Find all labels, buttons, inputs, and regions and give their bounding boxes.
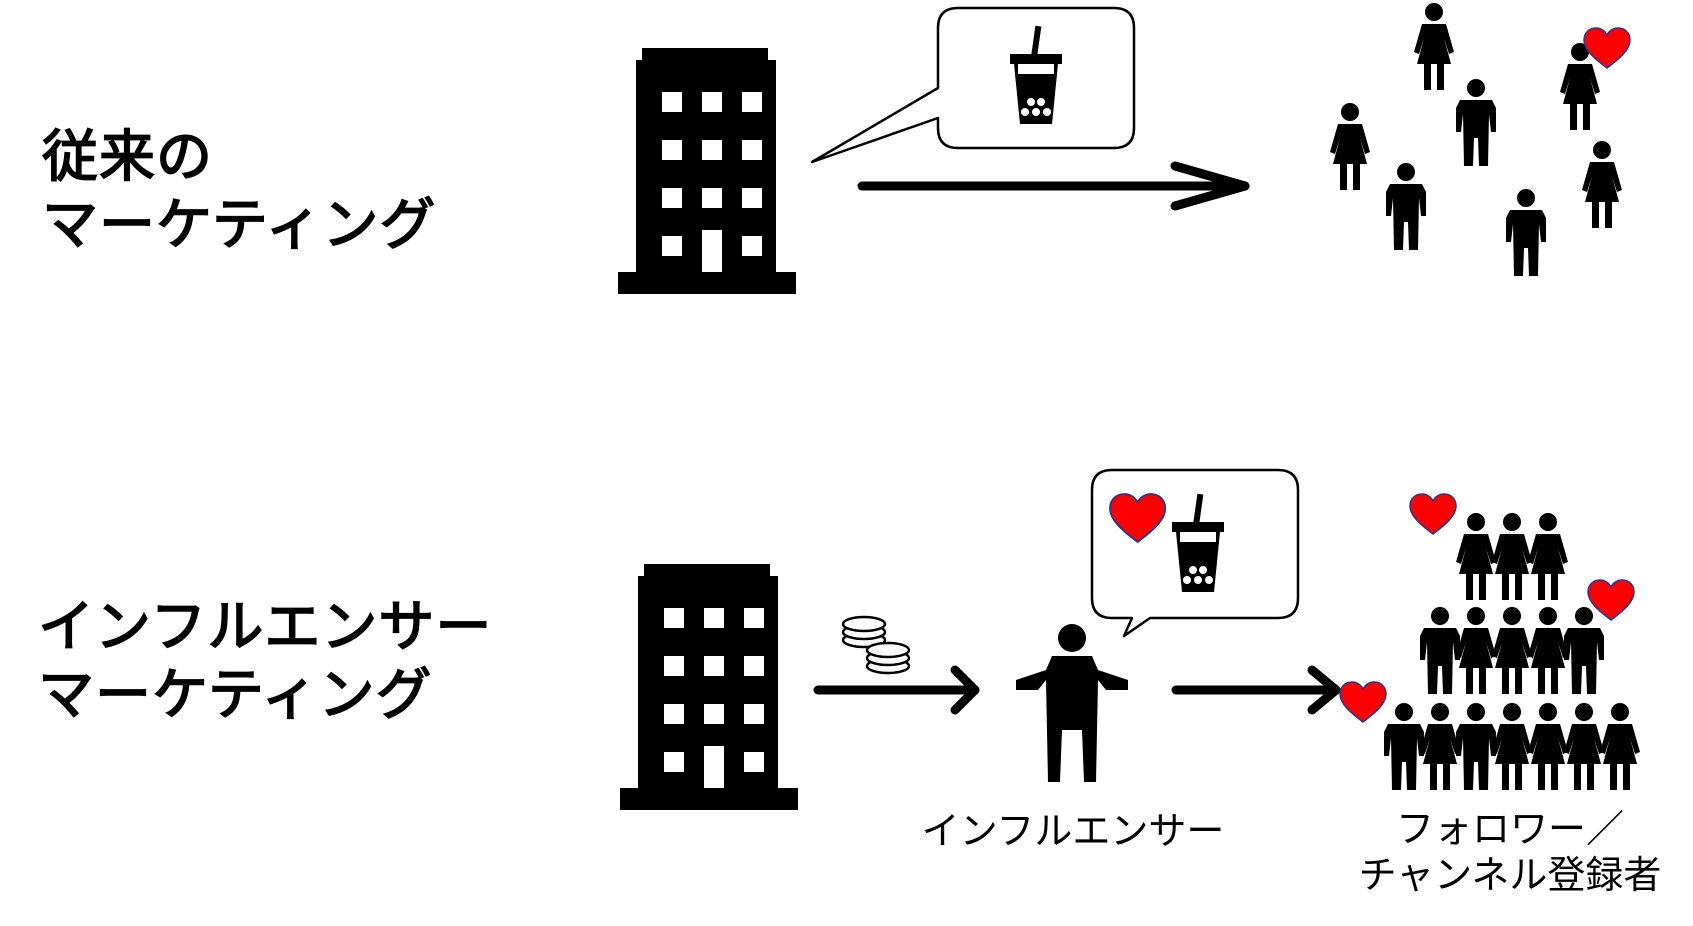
- person-icon: [1456, 703, 1496, 790]
- speech-bubble-icon: [810, 6, 1136, 164]
- coins-icon: [841, 615, 911, 675]
- person-icon: [1564, 607, 1604, 694]
- traditional-heading-line2: マーケティング: [42, 193, 437, 258]
- influencer-heading: インフルエンサー マーケティング: [38, 594, 492, 730]
- heart-icon: [1583, 27, 1631, 69]
- building-icon: [620, 564, 798, 810]
- followers-pyramid: [1339, 493, 1640, 790]
- heart-icon: [1339, 681, 1387, 723]
- person-icon: [1528, 703, 1568, 790]
- person-icon: [1492, 513, 1532, 600]
- influencer-icon: [1016, 624, 1128, 782]
- traditional-heading-line1: 従来の: [42, 125, 213, 190]
- heart-icon: [1409, 493, 1457, 535]
- influencer-caption: インフルエンサー: [921, 809, 1225, 853]
- followers-caption: フォロワー／ チャンネル登録者: [1330, 806, 1690, 898]
- arrow-icon: [1171, 665, 1341, 715]
- person-icon: [1420, 703, 1460, 790]
- person-icon: [1384, 703, 1424, 790]
- heart-icon: [1587, 579, 1635, 621]
- person-icon: [1386, 163, 1426, 250]
- person-icon: [1528, 513, 1568, 600]
- person-icon: [1506, 189, 1546, 276]
- person-icon: [1600, 703, 1640, 790]
- person-icon: [1492, 703, 1532, 790]
- person-icon: [1330, 103, 1370, 190]
- influencer-heading-line2: マーケティング: [38, 663, 433, 728]
- person-icon: [1456, 513, 1496, 600]
- building-icon: [618, 48, 796, 294]
- person-icon: [1492, 607, 1532, 694]
- audience-scattered: [1330, 3, 1631, 276]
- person-icon: [1420, 607, 1460, 694]
- followers-caption-line2: チャンネル登録者: [1358, 853, 1662, 897]
- influencer-heading-line1: インフルエンサー: [38, 595, 493, 660]
- arrow-icon: [813, 665, 980, 715]
- person-icon: [1582, 141, 1622, 228]
- person-icon: [1456, 79, 1496, 166]
- person-icon: [1414, 3, 1454, 90]
- traditional-heading: 従来の マーケティング: [42, 124, 437, 260]
- person-icon: [1456, 607, 1496, 694]
- person-icon: [1564, 703, 1604, 790]
- person-icon: [1528, 607, 1568, 694]
- arrow-icon: [857, 161, 1250, 211]
- followers-caption-line1: フォロワー／: [1395, 807, 1624, 851]
